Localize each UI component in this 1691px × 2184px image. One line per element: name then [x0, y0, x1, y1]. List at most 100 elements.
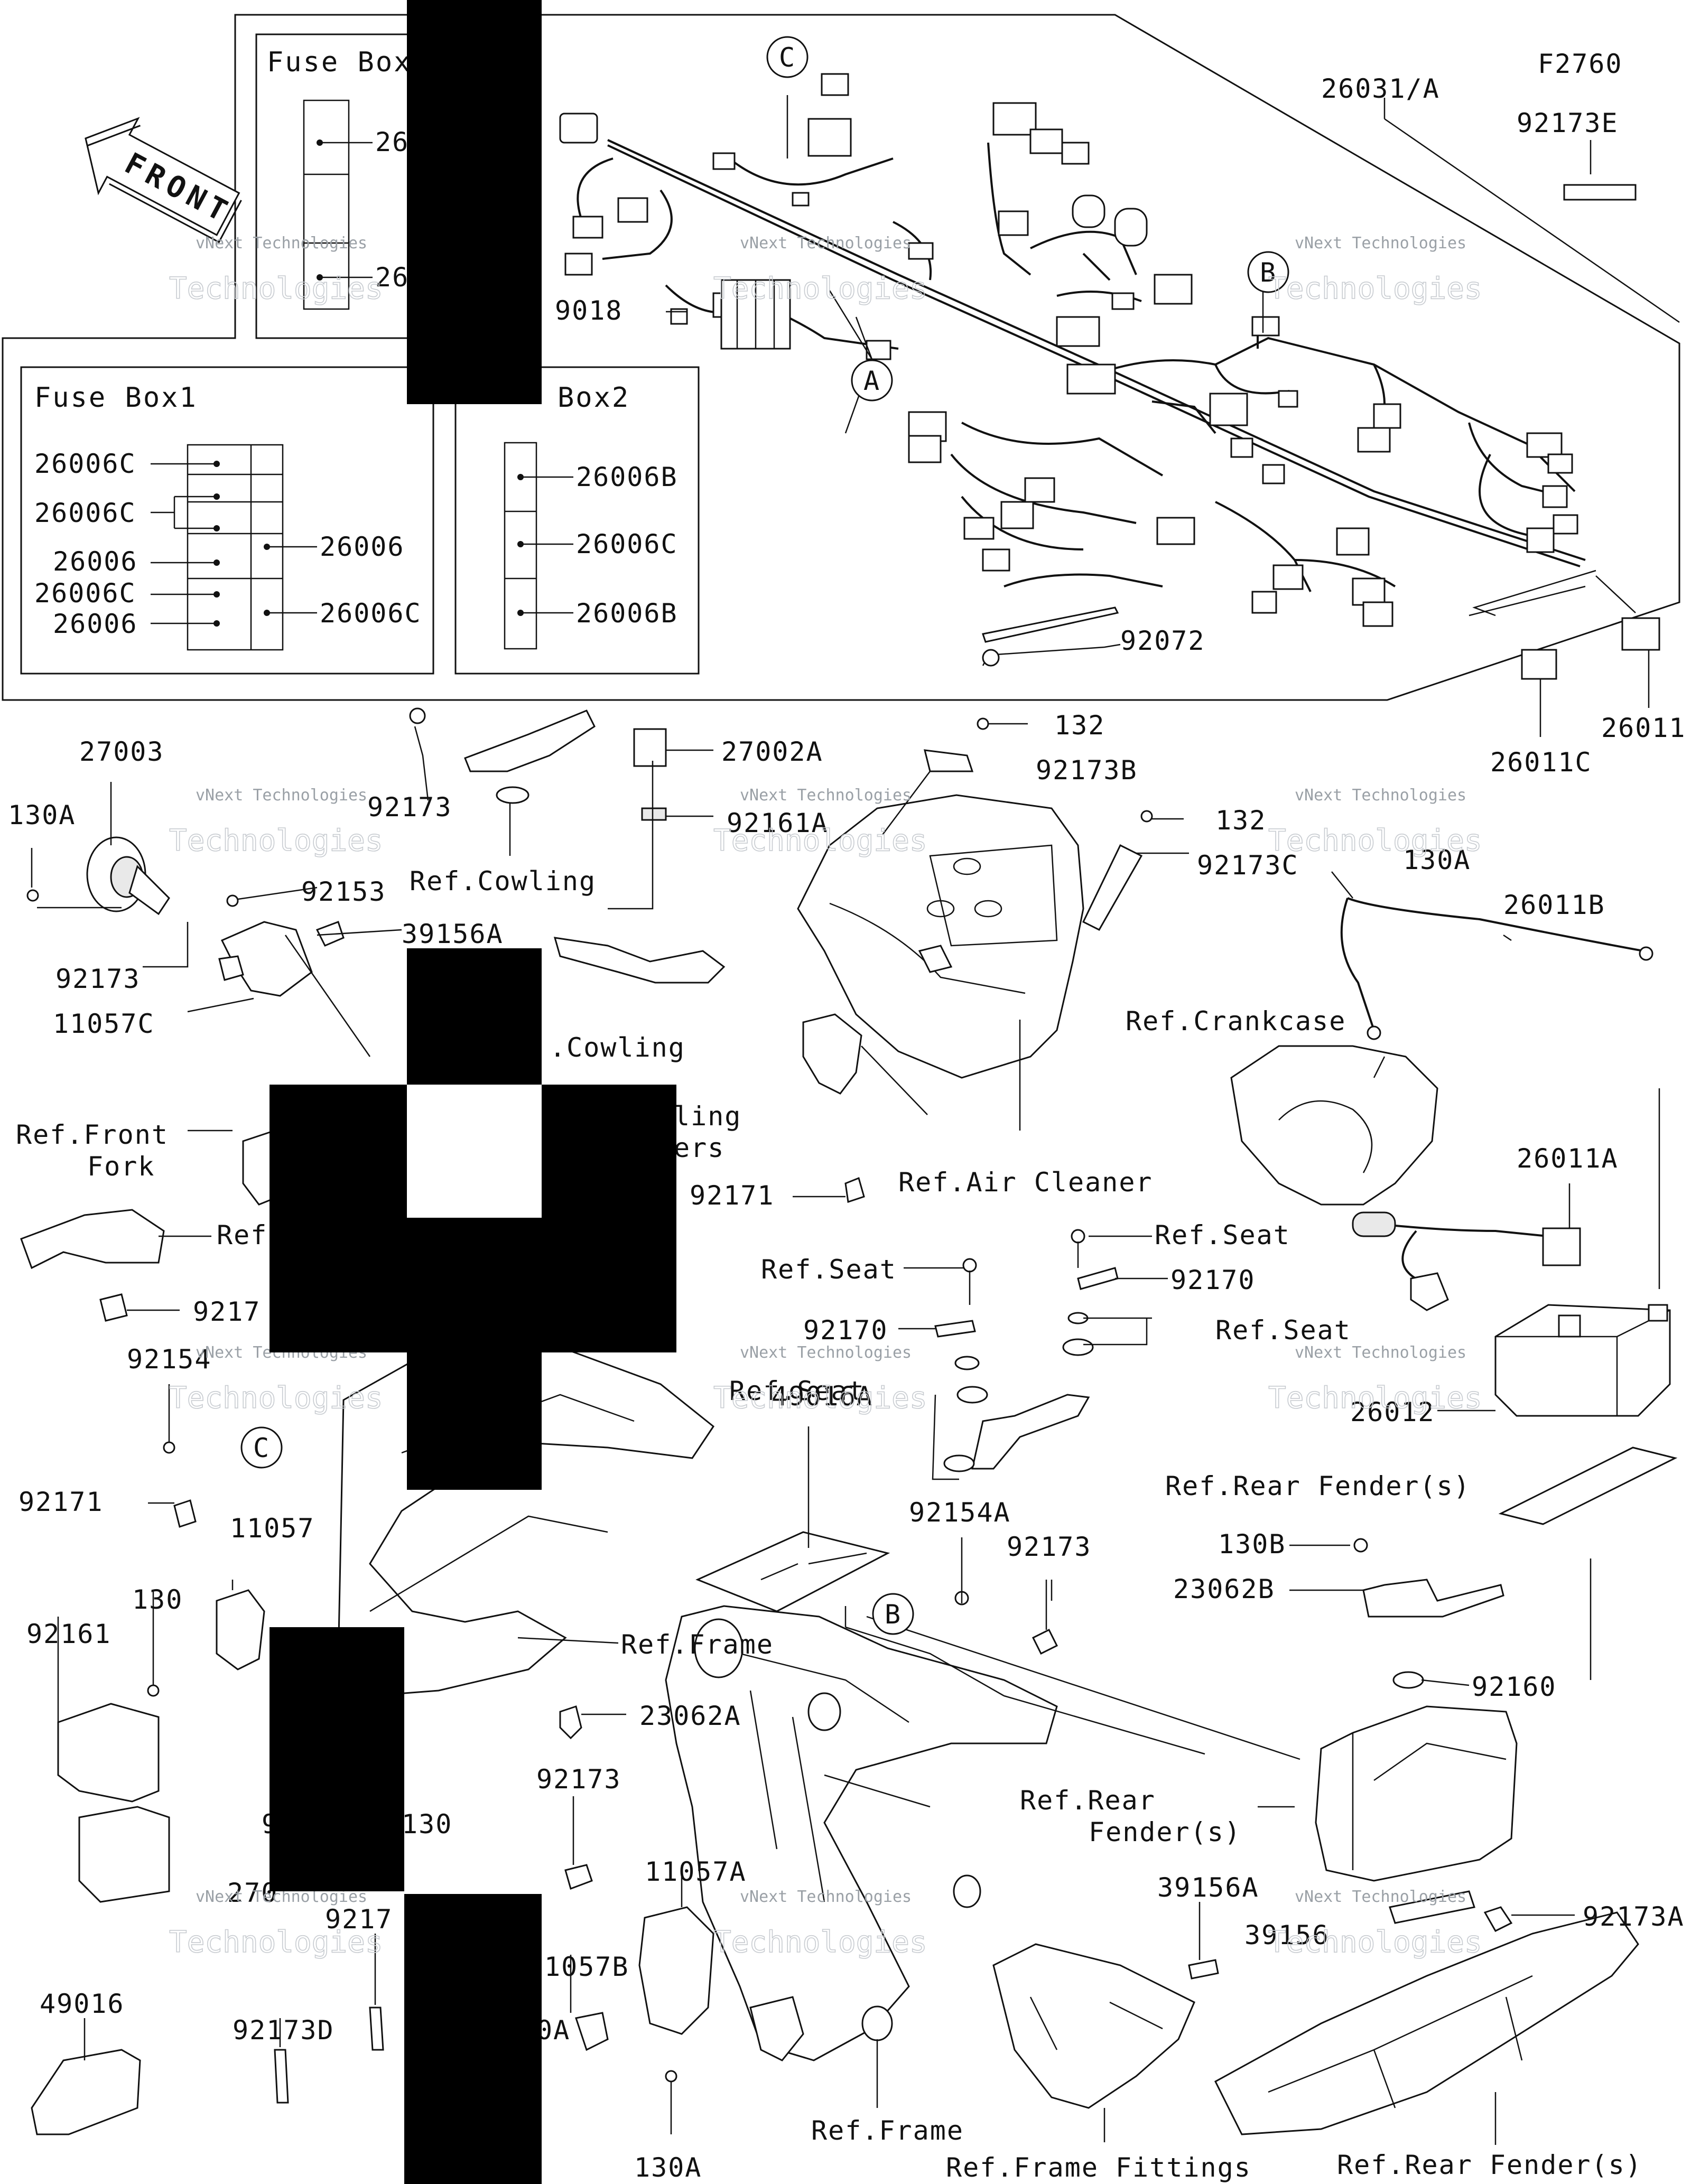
fuse-box1-label-7: 26006C: [320, 598, 422, 629]
label-92171-2: 92171: [18, 1487, 104, 1517]
callout-a: A: [863, 366, 880, 396]
fuse-box2-label-1: 26006B: [576, 462, 678, 492]
watermark-6b: Technologies: [1268, 824, 1482, 858]
label-11057a: 11057A: [645, 1856, 747, 1887]
label-270: 270: [227, 1878, 278, 1908]
fuse-box1-group: Fuse Box1 26006C 26006C 26006 26006C 260…: [20, 366, 434, 675]
fuse-box-label-2: 26: [375, 262, 409, 293]
fuse-box-title: Fuse Box: [267, 46, 412, 78]
label-92173c: 92173C: [1197, 850, 1299, 881]
label-92161: 92161: [26, 1619, 112, 1649]
label-130-1: 130: [132, 1584, 183, 1615]
fuse-box2-title: Box2: [558, 382, 630, 414]
watermark-8b: Technologies: [713, 1381, 927, 1415]
fuse-box1-label-1: 26006C: [34, 449, 136, 479]
label-23062a: 23062A: [639, 1701, 741, 1731]
fuse-box1-label-6: 26006: [320, 531, 405, 562]
label-ref-cowling-1: Ref.Cowling: [410, 866, 596, 897]
label-ref-frame-2: Ref.Frame: [811, 2115, 964, 2146]
redaction-low-2: [404, 1894, 542, 2184]
watermarks: vNext Technologies Technologies vNext Te…: [169, 234, 1482, 1960]
watermark-1b: Technologies: [169, 272, 383, 306]
label-92173-2: 92173: [367, 792, 452, 823]
label-27002a: 27002A: [721, 736, 823, 767]
label-11057: 11057: [230, 1513, 315, 1544]
label-130a-2: 130A: [1403, 845, 1471, 875]
label-ref-frame-1: Ref.Frame: [621, 1629, 774, 1660]
label-130a-1: 130A: [8, 800, 76, 830]
watermark-7b: Technologies: [169, 1381, 383, 1415]
fuse-box1-label-4: 26006C: [34, 578, 136, 609]
watermark-9b: Technologies: [1268, 1381, 1482, 1415]
diagram-code: F2760: [1538, 49, 1623, 79]
label-130b: 130B: [1218, 1529, 1286, 1560]
label-ref-seat-4: Ref.Seat: [729, 1376, 865, 1406]
label-26011b: 26011B: [1503, 890, 1605, 920]
label-ref-air-cleaner: Ref.Air Cleaner: [898, 1167, 1153, 1198]
watermark-9: vNext Technologies: [1295, 1343, 1466, 1362]
label-49016a: 49016A: [772, 1381, 874, 1412]
label-92173-4: 92173: [536, 1764, 621, 1795]
redaction-blocks: [270, 0, 676, 2184]
label-92173-1: 92173: [55, 964, 141, 994]
label-92072: 92072: [1120, 626, 1205, 656]
redaction-low-1: [270, 1627, 404, 1891]
label-92173b: 92173B: [1036, 755, 1138, 786]
label-92154: 92154: [127, 1344, 212, 1375]
label-ling: ling: [674, 1101, 741, 1132]
label-9217-3: 9217: [325, 1904, 393, 1935]
watermark-4: vNext Technologies: [196, 786, 367, 805]
watermark-11: vNext Technologies: [740, 1888, 912, 1906]
label-26012: 26012: [1350, 1397, 1435, 1427]
watermark-5: vNext Technologies: [740, 786, 912, 805]
label-39156a-1: 39156A: [402, 919, 504, 949]
label-9018: 9018: [555, 295, 622, 326]
label-92154a: 92154A: [909, 1497, 1011, 1528]
harness-outline-frame: [2, 14, 1680, 701]
label-0a: 0A: [536, 2015, 570, 2046]
watermark-8: vNext Technologies: [740, 1343, 912, 1362]
label-ref-frame-fittings: Ref.Frame Fittings: [946, 2152, 1251, 2183]
label-26011: 26011: [1601, 713, 1686, 743]
label-92170-2: 92170: [803, 1315, 888, 1346]
label-130-2: 130: [402, 1809, 452, 1840]
circle-callouts: C B A C B: [240, 36, 1289, 1635]
watermark-11b: Technologies: [713, 1925, 927, 1959]
fuse-box1-label-3: 26006: [53, 546, 138, 577]
watermark-2b: Technologies: [713, 272, 927, 306]
watermark-5b: Technologies: [713, 824, 927, 858]
label-27003: 27003: [79, 736, 164, 767]
label-ref-front-fork-2: Fork: [87, 1151, 155, 1182]
label-ref-left: Ref: [217, 1220, 267, 1250]
callout-b-top: B: [1260, 257, 1277, 288]
watermark-1: vNext Technologies: [196, 234, 367, 253]
fuse-box1-label-2: 26006C: [34, 498, 136, 528]
part-labels: 26031/A 92173E 9018 92072 26011 26011C 2…: [8, 73, 1686, 2183]
label-26031a: 26031/A: [1321, 73, 1440, 104]
fuse-box-label-1: 26: [375, 127, 409, 157]
label-ref-rear-fender-3: Ref.Rear Fender(s): [1337, 2150, 1642, 2180]
label-49016: 49016: [40, 1989, 125, 2019]
redaction-mid-2: [270, 1085, 676, 1490]
callout-c-top: C: [779, 42, 796, 73]
label-ref-seat-3: Ref.Seat: [1215, 1315, 1351, 1346]
label-1057b: 1057B: [544, 1952, 629, 1982]
label-39156a-2: 39156A: [1157, 1872, 1259, 1903]
watermark-12b: Technologies: [1268, 1925, 1482, 1959]
label-ref-rear-fender-1: Ref.Rear Fender(s): [1165, 1471, 1471, 1501]
watermark-10b: Technologies: [169, 1925, 383, 1959]
label-11057c: 11057C: [53, 1009, 155, 1039]
fuse-box1-label-5: 26006: [53, 609, 138, 639]
label-92173-3: 92173: [1007, 1532, 1092, 1562]
label-ref-rear-2a: Ref.Rear: [1020, 1785, 1156, 1816]
watermark-4b: Technologies: [169, 824, 383, 858]
label-ref-front-fork-1: Ref.Front: [16, 1119, 169, 1150]
label-26011a: 26011A: [1517, 1143, 1619, 1174]
redaction-top: [407, 0, 542, 404]
watermark-12: vNext Technologies: [1295, 1888, 1466, 1906]
label-92173a: 92173A: [1583, 1901, 1685, 1932]
label-26011c: 26011C: [1490, 747, 1592, 778]
label-ers: ers: [674, 1133, 724, 1163]
label-92170-1: 92170: [1170, 1265, 1256, 1295]
